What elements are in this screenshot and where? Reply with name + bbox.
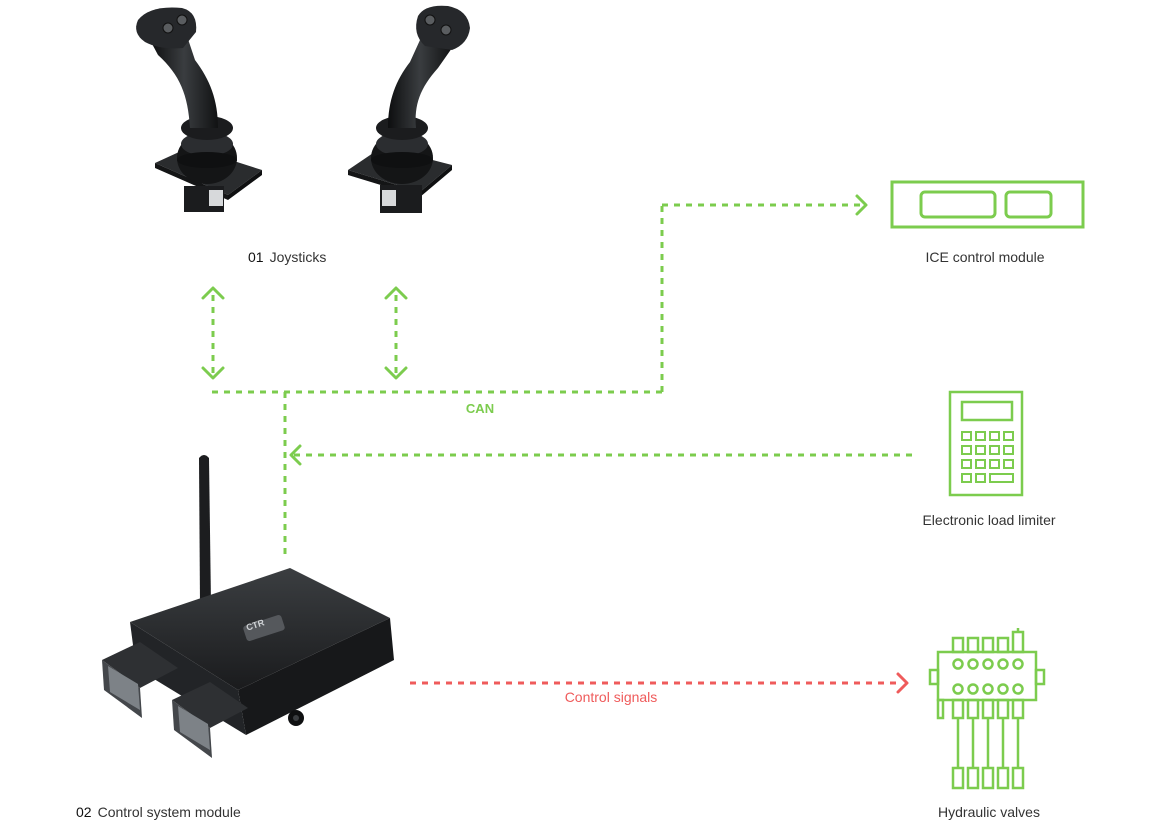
arrowhead-valves xyxy=(896,672,909,694)
control-signal-line xyxy=(410,672,909,694)
can-bus-lines xyxy=(211,203,912,555)
arrowhead-ice xyxy=(855,194,868,216)
keypad-icon xyxy=(948,390,1024,497)
can-arrowheads xyxy=(201,194,868,466)
joystick-right-icon xyxy=(348,5,470,213)
load-limiter-label: Electronic load limiter xyxy=(922,512,1056,528)
arrowhead-right-down xyxy=(384,366,408,380)
joysticks-text: Joysticks xyxy=(269,249,327,265)
ice-module-label: ICE control module xyxy=(925,249,1045,265)
arrowhead-right-up xyxy=(384,286,408,300)
arrowhead-controller xyxy=(289,444,302,466)
control-module-text: Control system module xyxy=(97,804,241,820)
joysticks-label: 01 Joysticks xyxy=(248,249,326,265)
ice-module-icon xyxy=(890,180,1085,229)
arrowhead-left-down xyxy=(201,366,225,380)
hydraulic-valves-label: Hydraulic valves xyxy=(938,804,1040,820)
can-label: CAN xyxy=(465,401,495,416)
joysticks-number: 01 xyxy=(248,249,264,265)
joystick-left-icon xyxy=(136,7,262,212)
control-unit-icon xyxy=(102,455,394,758)
hydraulic-valve-icon xyxy=(928,628,1046,790)
arrowhead-left-up xyxy=(201,286,225,300)
control-signals-label: Control signals xyxy=(564,689,658,705)
control-module-number: 02 xyxy=(76,804,92,820)
control-module-label: 02 Control system module xyxy=(76,804,241,820)
